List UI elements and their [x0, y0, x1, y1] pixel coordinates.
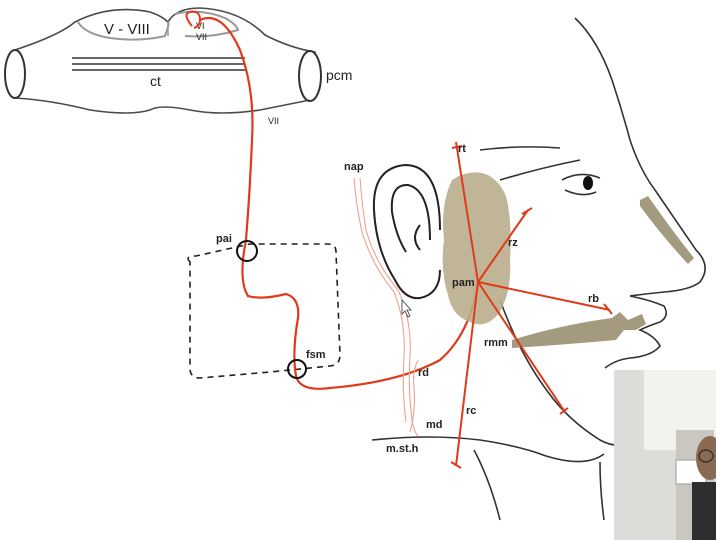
- ear-concha: [414, 224, 421, 251]
- rb-tick: [603, 303, 613, 315]
- nasal-bone: [640, 196, 694, 264]
- pupil: [583, 176, 593, 190]
- lips-outline: [604, 295, 668, 369]
- forehead-nose-outline: [574, 17, 706, 297]
- facial-nerve-trunk: pai fsm: [185, 10, 480, 390]
- rz-tick: [521, 207, 533, 215]
- ct-label: ct: [150, 73, 161, 89]
- posterior-branches: nap rd md m.st.h: [344, 161, 443, 455]
- nerve-loop-genu: [185, 10, 202, 29]
- neck-front: [599, 461, 605, 521]
- rmm-tick: [559, 407, 569, 415]
- ear-helix: [372, 163, 441, 300]
- peripheral-branches: [450, 141, 613, 469]
- msth-label: m.st.h: [386, 443, 419, 455]
- left-peduncle: [4, 49, 26, 99]
- brainstem-outline: [14, 7, 316, 114]
- rt-label: rt: [458, 143, 466, 155]
- right-peduncle-pcm: [298, 50, 322, 102]
- neck-back: [473, 449, 501, 521]
- rc-label: rc: [466, 405, 476, 417]
- webcam-overlay: [614, 370, 716, 540]
- upper-eyelid: [561, 173, 601, 181]
- nuclei-label: V - VIII: [104, 21, 150, 38]
- vi-nucleus-label: VI: [196, 21, 205, 31]
- presenter-image: [614, 370, 716, 540]
- rmm-label: rmm: [484, 337, 508, 349]
- pcm-label: pcm: [326, 67, 352, 83]
- mandible-bone: [512, 312, 646, 348]
- brainstem: V - VIII VI VII ct pcm VII: [4, 7, 352, 126]
- fsm-label: fsm: [306, 349, 326, 361]
- nap-label: nap: [344, 161, 364, 173]
- vii-nucleus-label: VII: [196, 32, 207, 42]
- vii-nerve-label: VII: [268, 116, 279, 126]
- rmm-branch: [477, 281, 566, 413]
- pam-label: pam: [452, 277, 475, 289]
- nap-branch-2: [353, 177, 407, 423]
- pai-label: pai: [216, 233, 232, 245]
- rz-label: rz: [508, 237, 518, 249]
- rc-tick: [450, 461, 462, 469]
- lower-eyelid: [564, 189, 597, 196]
- ear: [372, 163, 441, 300]
- nuclei-region-right: [174, 10, 240, 38]
- parotid-gland: [442, 172, 511, 325]
- brow-line: [499, 159, 581, 181]
- rd-label: rd: [418, 367, 429, 379]
- rb-label: rb: [588, 293, 599, 305]
- cheek-line: [479, 146, 561, 151]
- rt-tick: [451, 145, 463, 149]
- nerve-main-path: [199, 17, 480, 390]
- fsm-foramen: [287, 359, 307, 379]
- nap-branch: [359, 177, 419, 437]
- mouse-cursor-icon: [401, 298, 412, 318]
- rd-branch: [409, 359, 419, 433]
- md-label: md: [426, 419, 443, 431]
- rz-branch: [477, 209, 529, 283]
- rb-branch: [477, 281, 611, 311]
- rc-branch: [455, 281, 479, 467]
- neck-outline: [371, 436, 605, 463]
- ear-antihelix: [390, 183, 431, 253]
- rt-branch: [455, 141, 479, 283]
- pai-foramen: [236, 240, 258, 262]
